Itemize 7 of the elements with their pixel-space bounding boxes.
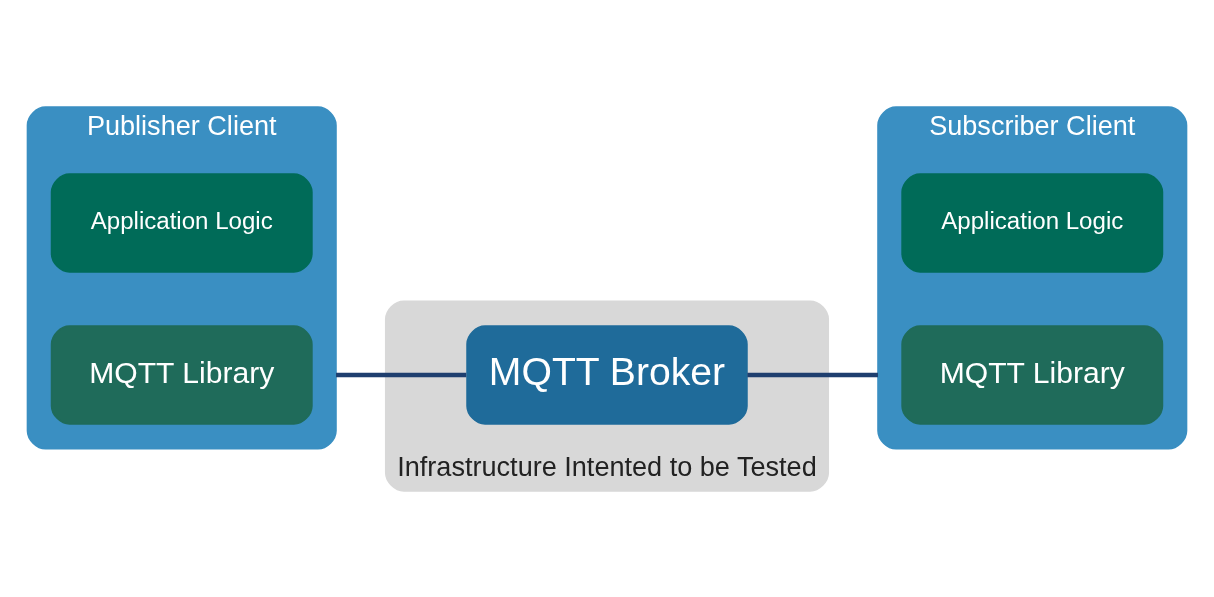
node-box: MQTT Library (901, 324, 1164, 425)
node-box: Application Logic (901, 172, 1164, 273)
connector (747, 372, 878, 377)
node-box: MQTT Library (50, 324, 313, 425)
node-box: Application Logic (50, 172, 313, 273)
node-box: MQTT Broker (466, 324, 748, 425)
connector (336, 372, 467, 377)
